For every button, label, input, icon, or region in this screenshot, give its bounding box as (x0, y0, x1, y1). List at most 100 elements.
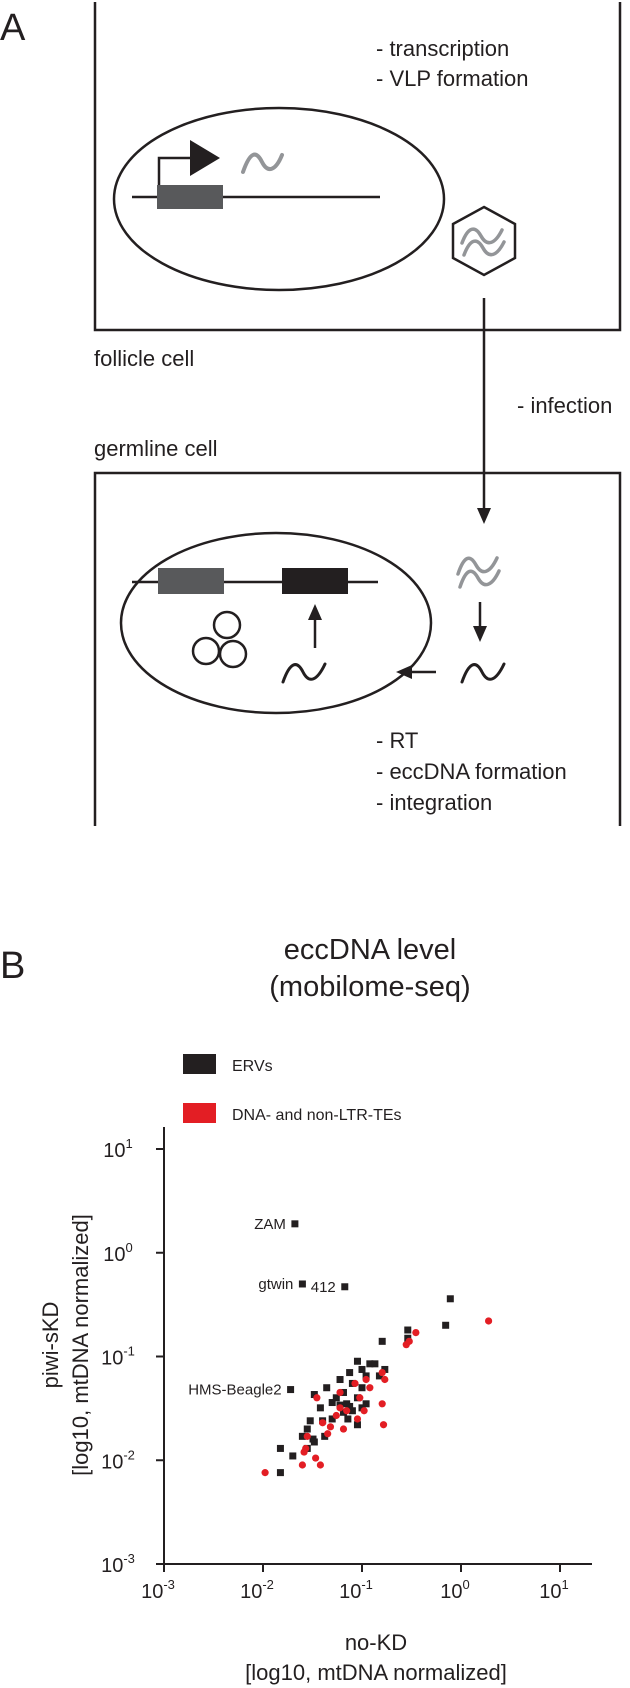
germline-step-eccdna-formation: - eccDNA formation (376, 759, 567, 784)
dna-non-ltr-point (381, 1375, 389, 1384)
dna-non-ltr-point (336, 1404, 344, 1412)
dna-non-ltr-point (484, 1317, 493, 1325)
y-axis-title-line1: piwi-sKD (38, 1302, 63, 1389)
follicle-cell-box (93, 2, 622, 332)
eccdna-circle-icon (212, 610, 242, 640)
erv-point (346, 1402, 354, 1410)
erv-point (446, 1295, 454, 1303)
erv-point (348, 1407, 356, 1415)
dna-non-ltr-point (351, 1379, 359, 1388)
vlp-rna-1 (460, 227, 504, 245)
follicle-cell-label: follicle cell (94, 346, 194, 371)
erv-point (344, 1415, 352, 1423)
integrated-copy-box (282, 568, 348, 594)
dna-non-ltr-point (402, 1341, 410, 1349)
point-annotation: ZAM (254, 1216, 286, 1233)
erv-point (289, 1452, 297, 1460)
erv-point (371, 1360, 379, 1368)
x-tick-label: 100 (440, 1577, 469, 1603)
erv-point (298, 1280, 306, 1288)
erv-point (298, 1432, 306, 1440)
erv-point (353, 1421, 361, 1429)
erv-point (378, 1337, 386, 1345)
panel-a-label: A (0, 7, 26, 49)
erv-point (328, 1399, 336, 1407)
erv-point (341, 1283, 349, 1291)
dna-non-ltr-point (366, 1384, 374, 1392)
erv-point (346, 1369, 354, 1377)
cdna-in-nucleus-icon (281, 662, 327, 684)
infection-label: - infection (517, 393, 612, 418)
x-tick-label: 10-1 (339, 1577, 373, 1603)
erv-point (310, 1438, 318, 1446)
erv-point (321, 1432, 329, 1440)
erv-point (362, 1400, 370, 1408)
dna-non-ltr-point (360, 1407, 368, 1415)
infection-arrow-head (477, 508, 491, 524)
erv-point (310, 1391, 318, 1399)
dna-non-ltr-point (356, 1394, 364, 1402)
dna-non-ltr-point (312, 1454, 320, 1462)
erv-point (336, 1376, 344, 1384)
dna-non-ltr-point (336, 1388, 344, 1397)
point-annotation: HMS-Beagle2 (188, 1382, 281, 1399)
dna-non-ltr-point (324, 1430, 332, 1438)
legend-swatch-ervs (183, 1054, 216, 1074)
legend-label-dna-non-ltr: DNA- and non-LTR-TEs (232, 1107, 402, 1124)
panel-b-label: B (0, 945, 25, 987)
erv-point (362, 1372, 370, 1380)
y-axis-title-line2: [log10, mtDNA normalized] (68, 1214, 93, 1476)
promoter-arrow-head (190, 140, 220, 176)
eccdna-circle-icon (218, 639, 248, 669)
erv-point (323, 1384, 331, 1392)
erv-point (316, 1404, 324, 1412)
vlp-hexagon-icon (451, 205, 517, 277)
import-arrow-head (396, 665, 412, 679)
rna-transcript-icon (241, 152, 284, 174)
germline-step-integration: - integration (376, 790, 492, 815)
dna-non-ltr-point (378, 1368, 386, 1377)
erv-point (306, 1417, 314, 1425)
germline-cell-label: germline cell (94, 436, 218, 461)
dna-non-ltr-point (343, 1407, 351, 1415)
y-tick-label: 101 (103, 1136, 132, 1162)
follicle-step-vlp-formation: - VLP formation (376, 66, 528, 91)
erv-point (353, 1357, 361, 1365)
rt-arrow-head (473, 626, 487, 642)
dna-non-ltr-point (300, 1448, 308, 1456)
dna-non-ltr-point (303, 1432, 311, 1440)
eccdna-circle-icon (191, 636, 221, 666)
point-annotation: gtwin (258, 1276, 293, 1293)
follicle-nucleus (112, 106, 446, 292)
y-tick-label: 10-1 (101, 1344, 135, 1370)
promoter-arrow-stem (157, 156, 190, 185)
germline-cell-box (93, 471, 622, 826)
dna-non-ltr-point (339, 1425, 348, 1433)
x-axis-title-line2: [log10, mtDNA normalized] (245, 1660, 507, 1685)
dna-non-ltr-point (332, 1411, 340, 1420)
scatter-points (261, 1220, 493, 1477)
erv-point (328, 1415, 336, 1423)
cdna-icon (460, 662, 506, 684)
erv-point (287, 1386, 295, 1394)
dna-non-ltr-point (353, 1415, 362, 1423)
follicle-step-transcription: - transcription (376, 36, 509, 61)
y-tick-label: 100 (103, 1240, 132, 1266)
erv-point (332, 1394, 340, 1402)
erv-point (375, 1372, 383, 1380)
x-tick-label: 10-2 (240, 1577, 274, 1603)
x-tick-label: 10-3 (141, 1577, 175, 1603)
dna-non-ltr-point (316, 1461, 324, 1469)
germline-gene-box (158, 568, 224, 594)
integration-arrow-head (308, 604, 322, 620)
follicle-gene-box (157, 185, 223, 209)
erv-point (366, 1360, 374, 1368)
dna-non-ltr-point (319, 1419, 327, 1427)
dna-non-ltr-point (378, 1400, 386, 1408)
dna-non-ltr-point (412, 1328, 420, 1337)
dna-non-ltr-point (298, 1461, 306, 1469)
chart-title-line2: (mobilome-seq) (269, 971, 470, 1003)
